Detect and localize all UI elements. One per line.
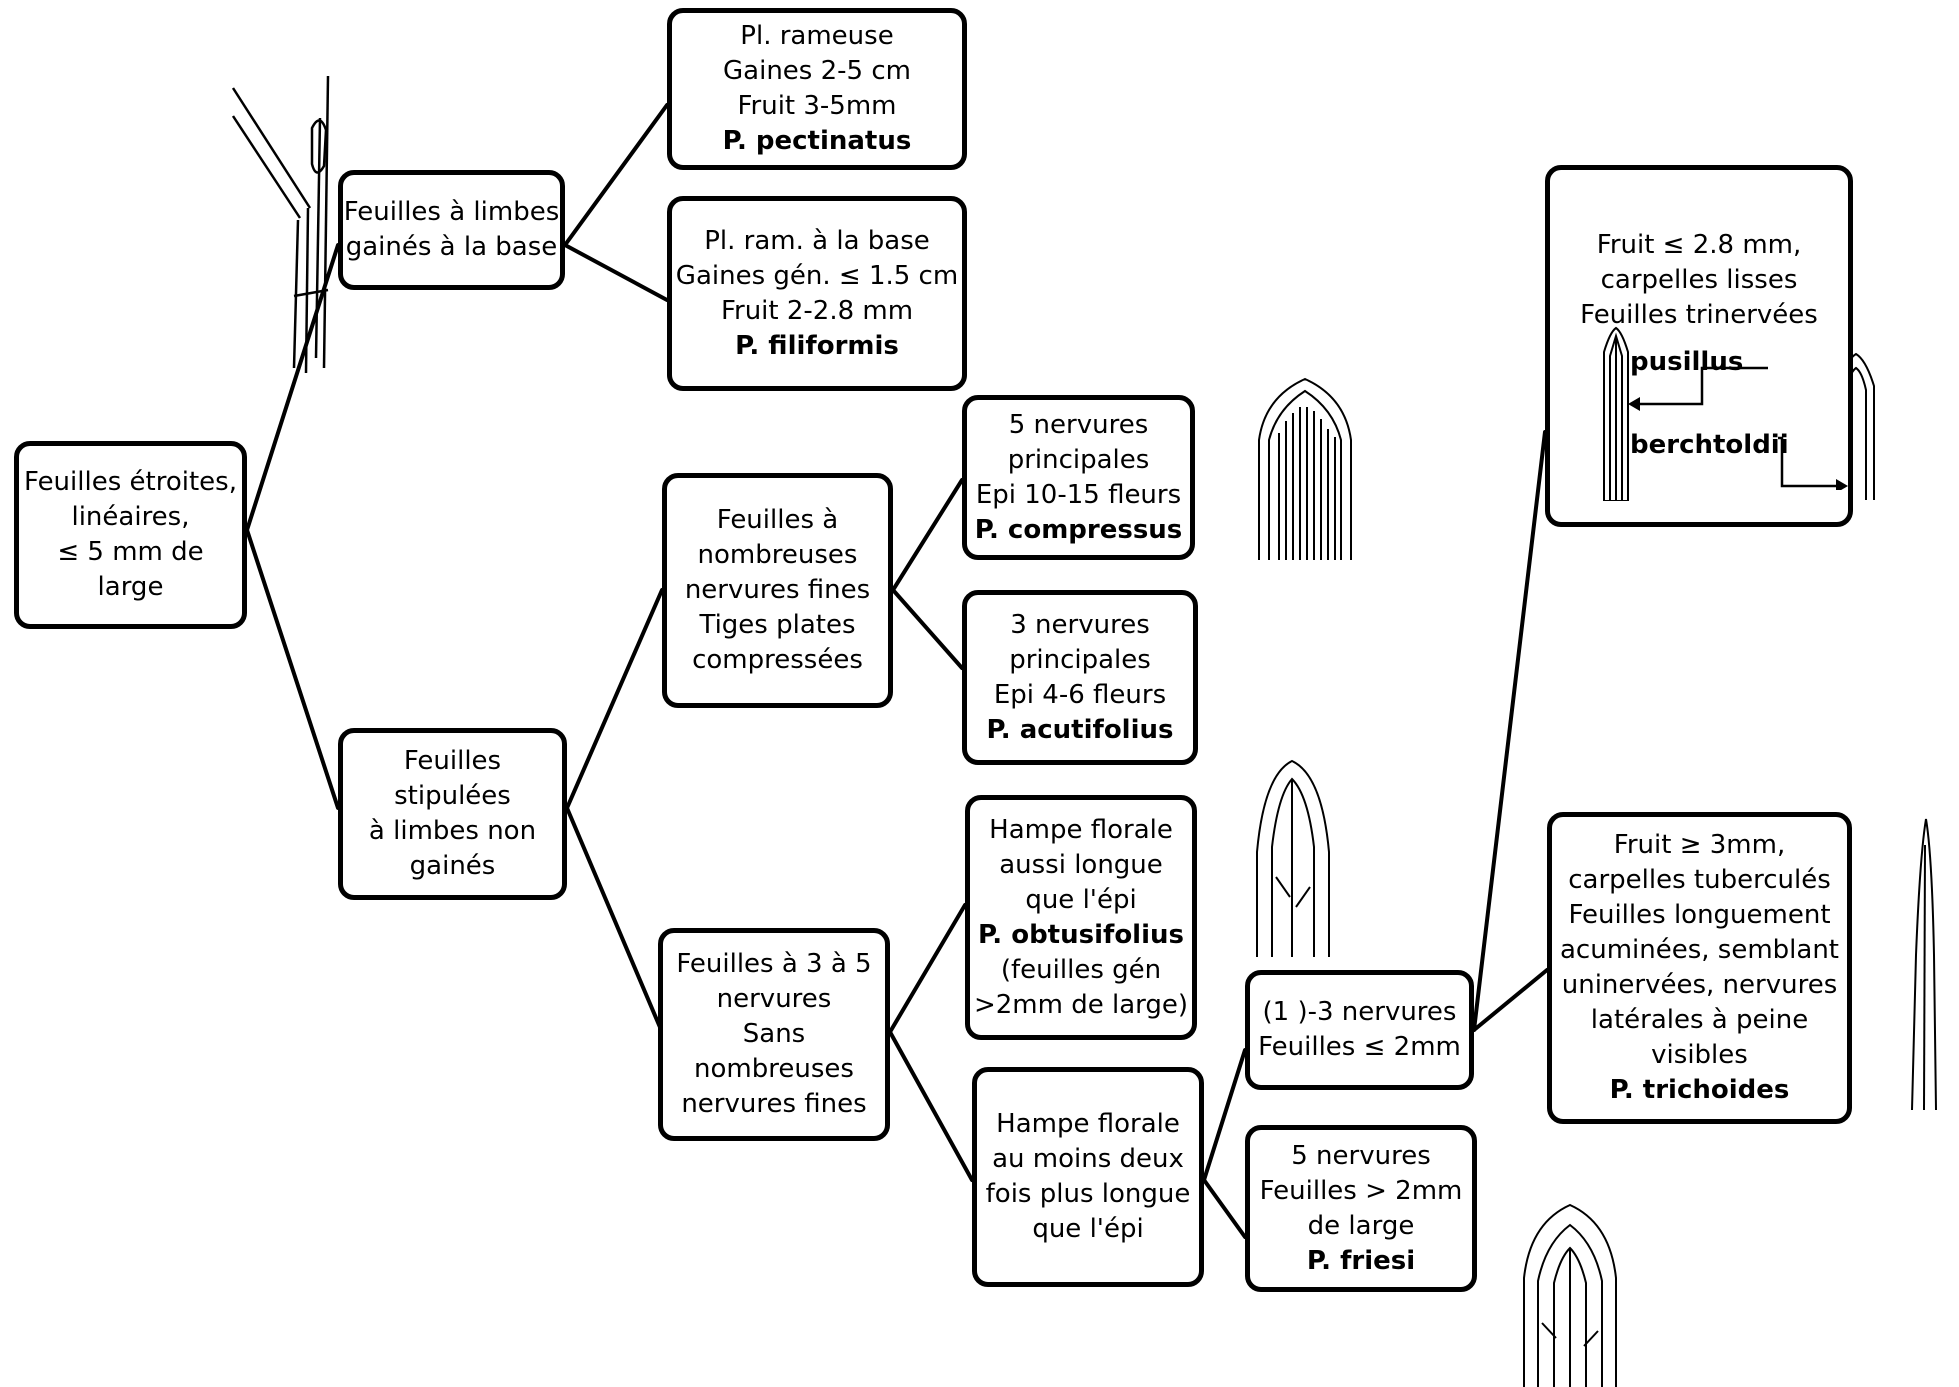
leaf-tip-trichoides-drawing — [1911, 818, 1937, 1110]
node-text: Epi 4-6 fleurs — [993, 679, 1167, 710]
node-text: 5 nervures — [1008, 409, 1149, 440]
node-text: Feuilles à 3 à 5 — [676, 949, 872, 979]
node-text: Feuilles ≤ 2mm — [1258, 1032, 1461, 1062]
node-stipulate-leaves: Feuilles stipulées à limbes non gainés — [338, 728, 567, 900]
node-text: Pl. rameuse — [740, 21, 894, 51]
node-text: stipulées — [394, 781, 511, 811]
node-p-trichoides: Fruit ≥ 3mm, carpelles tuberculés Feuill… — [1547, 812, 1852, 1124]
node-text: nombreuses — [694, 1054, 854, 1084]
node-text: nervures fines — [684, 575, 871, 605]
node-text: Feuilles étroites, — [24, 467, 237, 497]
node-text: Fruit ≥ 3mm, — [1613, 830, 1786, 860]
node-text: carpelles lisses — [1600, 265, 1798, 295]
node-text: Fruit 2-2.8 mm — [720, 295, 914, 326]
arrow-pointers — [1628, 366, 1848, 490]
node-text: Feuilles > 2mm — [1259, 1175, 1463, 1206]
node-p-acutifolius: 3 nervures principales Epi 4-6 fleurs P.… — [962, 590, 1198, 765]
stem-sheath-drawing — [231, 75, 330, 374]
node-pusillus-berchtoldii: Fruit ≤ 2.8 mm, carpelles lisses Feuille… — [1545, 165, 1853, 527]
node-text: à limbes non — [368, 816, 537, 846]
species-name: P. friesi — [1306, 1245, 1416, 1276]
node-text: Gaines gén. ≤ 1.5 cm — [675, 260, 959, 291]
leaf-tip-pusillus-overlay — [1603, 326, 1629, 501]
node-text: nombreuses — [697, 540, 858, 570]
node-text: que l'épi — [1032, 1214, 1144, 1244]
node-text: uninervées, nervures — [1561, 970, 1838, 1000]
node-long-flower-stalk: Hampe florale au moins deux fois plus lo… — [972, 1067, 1204, 1287]
node-text: compressées — [692, 645, 863, 675]
node-text: fois plus longue — [985, 1179, 1191, 1209]
node-text: carpelles tuberculés — [1568, 865, 1831, 895]
node-many-fine-veins: Feuilles à nombreuses nervures fines Tig… — [662, 473, 893, 708]
species-name: P. trichoides — [1609, 1075, 1790, 1105]
node-text: (1 )-3 nervures — [1262, 997, 1457, 1027]
node-p-filiformis: Pl. ram. à la base Gaines gén. ≤ 1.5 cm … — [667, 196, 967, 391]
node-text: ≤ 5 mm de — [57, 537, 204, 567]
node-text: principales — [1009, 644, 1151, 675]
node-text: Hampe florale — [996, 1109, 1180, 1139]
node-text: aussi longue — [999, 849, 1163, 880]
leaf-tip-obtusifolius-drawing — [1256, 759, 1330, 957]
node-text: 3 nervures — [1010, 609, 1150, 640]
node-text: nervures — [716, 984, 832, 1014]
node-one-to-three-veins: (1 )-3 nervures Feuilles ≤ 2mm — [1245, 970, 1474, 1090]
node-text: large — [97, 572, 164, 602]
node-text: gainés — [409, 851, 496, 881]
node-text: visibles — [1651, 1040, 1748, 1070]
leaf-tip-friesi-drawing — [1523, 1203, 1617, 1387]
root-node-narrow-leaves: Feuilles étroites, linéaires, ≤ 5 mm de … — [14, 441, 247, 629]
node-text: acuminées, semblant — [1559, 935, 1839, 965]
species-name: P. pectinatus — [722, 126, 912, 156]
node-text: latérales à peine — [1590, 1005, 1809, 1035]
node-text: Tiges plates — [699, 610, 856, 640]
node-text: Pl. ram. à la base — [704, 225, 930, 256]
node-text: au moins deux — [992, 1144, 1184, 1174]
node-sheathed-leaves: Feuilles à limbes gainés à la base — [338, 170, 565, 290]
node-text: Feuilles à limbes — [343, 197, 560, 227]
species-name: P. obtusifolius — [978, 919, 1184, 950]
node-text: nervures fines — [681, 1089, 867, 1119]
species-name: P. compressus — [974, 514, 1183, 545]
species-name: P. filiformis — [735, 330, 899, 361]
node-text: que l'épi — [1025, 884, 1137, 915]
node-text: Fruit ≤ 2.8 mm, — [1596, 230, 1802, 260]
node-text: Hampe florale — [989, 814, 1173, 845]
node-p-obtusifolius: Hampe florale aussi longue que l'épi P. … — [965, 795, 1197, 1040]
node-text: linéaires, — [71, 502, 190, 532]
node-text: >2mm de large) — [973, 989, 1189, 1020]
node-text: Fruit 3-5mm — [737, 91, 897, 121]
label-berchtoldii: berchtoldii — [1630, 430, 1789, 460]
node-three-to-five-veins: Feuilles à 3 à 5 nervures Sans nombreuse… — [658, 928, 890, 1141]
node-text: Sans — [742, 1019, 806, 1049]
node-text: de large — [1307, 1210, 1415, 1241]
node-text: gainés à la base — [345, 232, 558, 262]
leaf-tip-compressus-drawing — [1258, 377, 1352, 560]
node-text: Epi 10-15 fleurs — [975, 479, 1182, 510]
node-text: Gaines 2-5 cm — [723, 56, 911, 86]
node-text: Feuilles trinervées — [1580, 300, 1818, 330]
node-text: principales — [1007, 444, 1150, 475]
node-text: Feuilles à — [716, 505, 839, 535]
node-p-friesi: 5 nervures Feuilles > 2mm de large P. fr… — [1245, 1125, 1477, 1292]
node-text: (feuilles gén — [1000, 954, 1162, 985]
node-text: Feuilles — [403, 746, 502, 776]
node-p-pectinatus: Pl. rameuse Gaines 2-5 cm Fruit 3-5mm P.… — [667, 8, 967, 170]
node-p-compressus: 5 nervures principales Epi 10-15 fleurs … — [962, 395, 1195, 560]
node-text: Feuilles longuement — [1568, 900, 1831, 930]
label-pusillus: pusillus — [1630, 347, 1744, 377]
node-text: 5 nervures — [1291, 1140, 1431, 1171]
species-name: P. acutifolius — [986, 714, 1174, 745]
